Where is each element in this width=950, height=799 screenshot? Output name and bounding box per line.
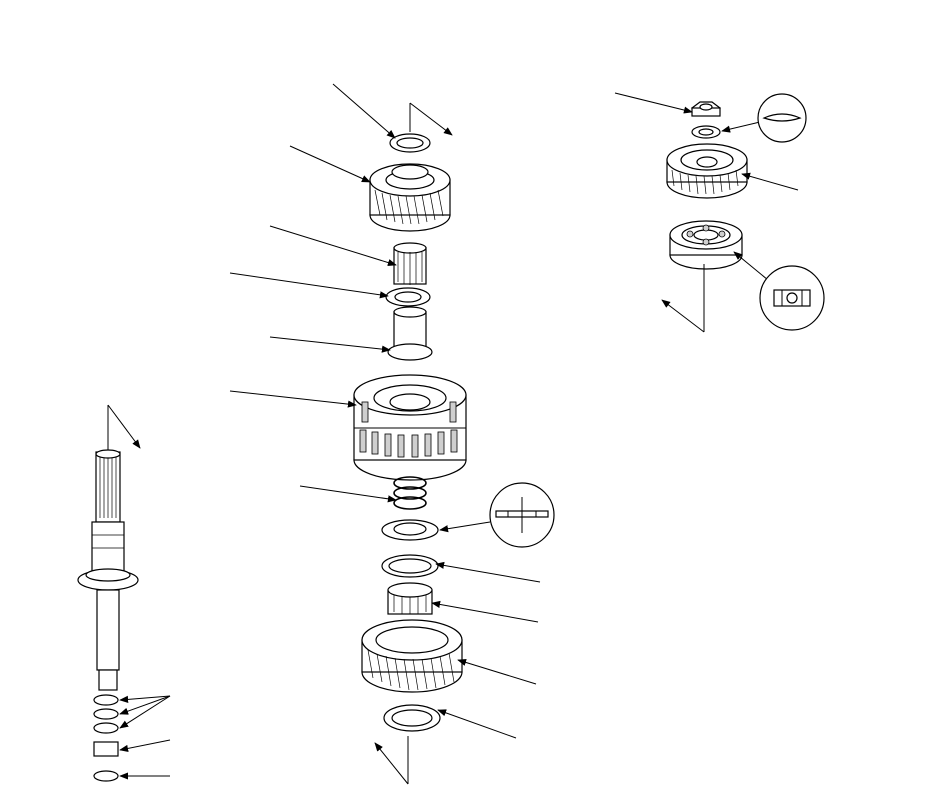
right-gear-group xyxy=(666,101,748,270)
detail-washer-section xyxy=(489,482,555,548)
left-callouts xyxy=(107,404,171,780)
gear-teeth xyxy=(374,189,444,225)
detail-bearing-section xyxy=(759,265,825,331)
right-callouts xyxy=(614,92,799,333)
center-stack xyxy=(353,133,467,732)
detail-snap-ring xyxy=(757,93,807,143)
center-callouts xyxy=(229,83,541,785)
main-shaft xyxy=(77,449,139,782)
